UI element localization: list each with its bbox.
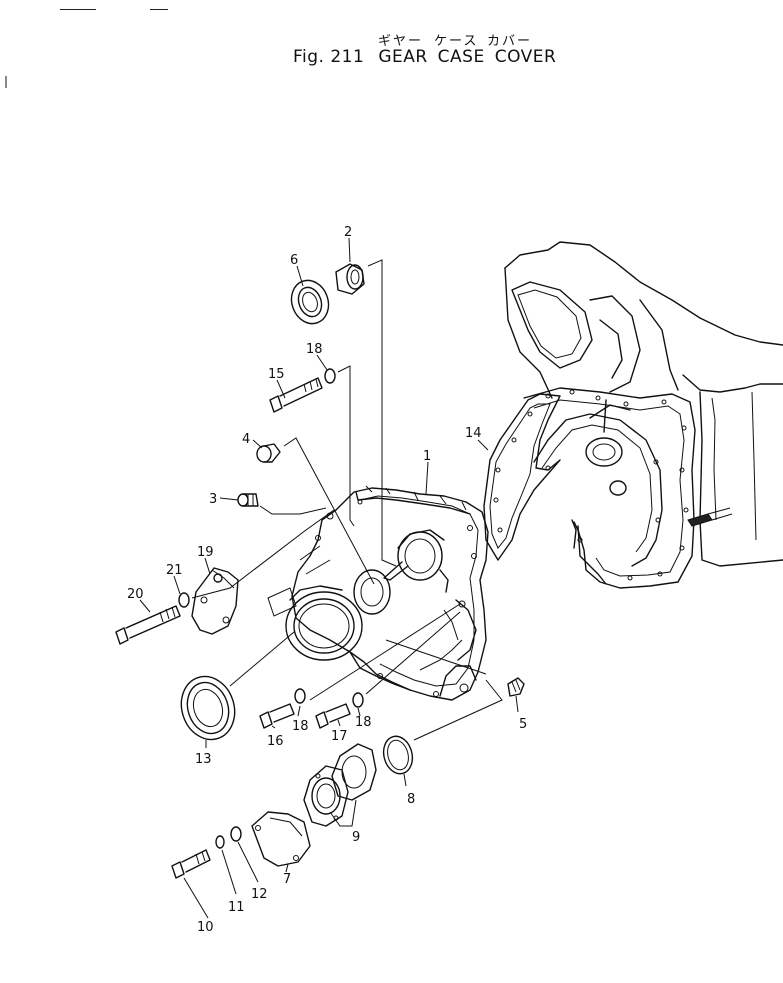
plug-part-3 (237, 493, 259, 507)
japanese-label-gear: ギヤー (378, 34, 424, 49)
plug-part-4 (256, 443, 281, 463)
bolt-part-20 (115, 605, 181, 645)
washer-part-11 (215, 835, 225, 849)
callout-19: 19 (197, 545, 214, 560)
top-rule-right (150, 9, 168, 10)
figure-title: Fig. 211 GEAR CASE COVER (293, 47, 566, 67)
callout-17: 17 (331, 729, 348, 744)
callout-15: 15 (268, 367, 285, 382)
callout-3: 3 (209, 492, 217, 507)
callout-18-middle: 18 (292, 719, 309, 734)
japanese-label-cover: カバー (487, 34, 533, 49)
washer-part-12 (230, 826, 242, 842)
callout-18-top: 18 (306, 342, 323, 357)
cover-part-7 (251, 811, 311, 867)
callout-20: 20 (127, 587, 144, 602)
washer-part-21 (178, 592, 190, 608)
callout-4: 4 (242, 432, 250, 447)
callout-7: 7 (283, 872, 291, 887)
bolt-part-17 (315, 703, 351, 729)
plug-part-5 (507, 677, 525, 697)
title-word-cover: COVER (494, 47, 557, 67)
callout-18-right: 18 (355, 715, 372, 730)
callout-9: 9 (352, 830, 360, 845)
bolt-part-15 (269, 377, 323, 413)
callout-1: 1 (423, 449, 431, 464)
callout-11: 11 (228, 900, 245, 915)
callout-5: 5 (519, 717, 527, 732)
callout-14: 14 (465, 426, 482, 441)
fig-number: Fig. 211 (293, 47, 365, 67)
callout-2: 2 (344, 225, 352, 240)
callout-10: 10 (197, 920, 214, 935)
gasket-part-14 (483, 393, 561, 561)
bolt-part-16 (259, 703, 295, 729)
gasket-adapter-part-9 (303, 743, 377, 827)
gear-case-cover-part-1 (267, 485, 489, 701)
leader-lines (139, 237, 519, 919)
o-ring-part-8 (382, 735, 414, 775)
oil-seal-part-13 (180, 675, 236, 741)
callout-12: 12 (251, 887, 268, 902)
callout-8: 8 (407, 792, 415, 807)
japanese-label-case: ケース (434, 34, 479, 49)
callout-6: 6 (290, 253, 298, 268)
callout-13: 13 (195, 752, 212, 767)
engine-block-illustration (504, 241, 783, 589)
bushing-part-2 (335, 263, 365, 295)
bolt-part-10 (171, 849, 211, 879)
title-word-case: CASE (437, 47, 485, 67)
washer-part-18-middle (294, 688, 306, 704)
bracket-part-19 (191, 567, 239, 635)
callout-21: 21 (166, 563, 183, 578)
callout-16: 16 (267, 734, 284, 749)
title-word-gear: GEAR (378, 47, 428, 67)
callout-labels: 1 2 3 4 5 6 7 8 9 10 11 12 13 14 15 16 1… (127, 225, 527, 935)
top-rule-left (60, 9, 96, 10)
washer-part-18-top (324, 368, 336, 384)
washer-part-18-right (352, 692, 364, 708)
oil-seal-part-6 (290, 279, 330, 325)
flange-bolt-holes (545, 389, 689, 581)
